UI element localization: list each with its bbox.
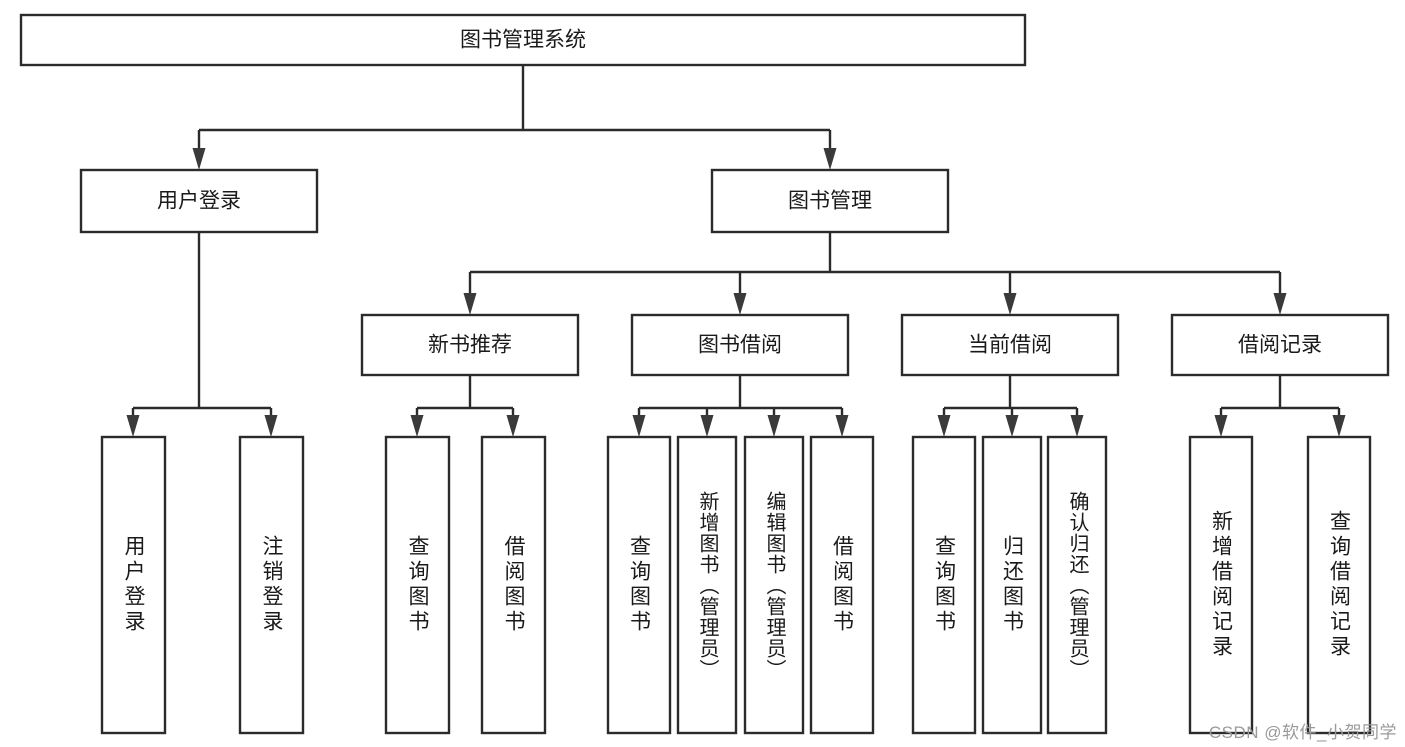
node-level3-label-0: 新书推荐 [428, 334, 512, 357]
connector-new-book-recommend-to-leaves-arrow-1 [506, 415, 520, 437]
node-leaf-box-3[interactable] [480, 435, 547, 735]
node-level2-box-1[interactable] [710, 168, 950, 234]
node-level3-label-2: 当前借阅 [968, 334, 1052, 357]
connector-new-book-recommend-to-leaves [415, 375, 515, 416]
connector-book-management-to-level3-arrow-2 [1003, 293, 1017, 315]
node-leaf-box-6[interactable] [743, 435, 805, 735]
node-leaf-box-11[interactable] [1188, 435, 1254, 735]
node-leaf-box-5[interactable] [676, 435, 738, 735]
connector-borrow-record-to-leaves-arrow-1 [1332, 415, 1346, 437]
connector-current-borrow-to-leaves-arrow-1 [1005, 415, 1019, 437]
node-leaf-box-10[interactable] [1046, 435, 1108, 735]
node-level3-label-1: 图书借阅 [698, 334, 782, 357]
node-leaf-box-7[interactable] [809, 435, 875, 735]
node-level3-box-2[interactable] [900, 313, 1120, 377]
node-leaf-box-9[interactable] [981, 435, 1043, 735]
connector-user-login-to-leaves-arrow-1 [264, 415, 278, 437]
connector-book-borrow-to-leaves-arrow-0 [632, 415, 646, 437]
node-leaf-box-12[interactable] [1306, 435, 1372, 735]
node-level2-label-0: 用户登录 [157, 190, 241, 213]
node-box-layer [19, 13, 1390, 735]
node-level3-label-3: 借阅记录 [1238, 334, 1322, 357]
watermark-text: CSDN @软件_小贺同学 [1208, 723, 1397, 742]
connector-book-borrow-to-leaves-arrow-1 [700, 415, 714, 437]
connector-book-management-to-level3-arrow-3 [1273, 293, 1287, 315]
connector-current-borrow-to-leaves-arrow-2 [1070, 415, 1084, 437]
connector-user-login-to-leaves-arrow-0 [126, 415, 140, 437]
connector-current-borrow-to-leaves [942, 375, 1079, 416]
connector-book-borrow-to-leaves [637, 375, 844, 416]
node-level3-box-1[interactable] [630, 313, 850, 377]
connector-user-login-to-leaves [131, 232, 273, 416]
node-leaf-box-8[interactable] [911, 435, 977, 735]
node-root-label: 图书管理系统 [460, 29, 586, 52]
connector-layer [126, 65, 1346, 437]
connector-book-management-to-level3-arrow-0 [463, 293, 477, 315]
connector-root-to-level2-arrow-1 [823, 148, 837, 170]
connector-book-borrow-to-leaves-arrow-3 [835, 415, 849, 437]
node-leaf-box-4[interactable] [606, 435, 672, 735]
node-leaf-box-2[interactable] [384, 435, 451, 735]
connector-new-book-recommend-to-leaves-arrow-0 [410, 415, 424, 437]
connector-borrow-record-to-leaves-arrow-0 [1214, 415, 1228, 437]
node-level3-box-3[interactable] [1170, 313, 1390, 377]
connector-book-borrow-to-leaves-arrow-2 [767, 415, 781, 437]
connector-book-management-to-level3-arrow-1 [733, 293, 747, 315]
connector-book-management-to-level3 [468, 232, 1282, 294]
node-level2-label-1: 图书管理 [788, 190, 872, 213]
connector-root-to-level2 [197, 65, 832, 149]
connector-current-borrow-to-leaves-arrow-0 [937, 415, 951, 437]
node-level3-box-0[interactable] [360, 313, 580, 377]
connector-root-to-level2-arrow-0 [192, 148, 206, 170]
node-leaf-box-1[interactable] [238, 435, 305, 735]
node-leaf-box-0[interactable] [100, 435, 167, 735]
connector-borrow-record-to-leaves [1219, 375, 1341, 416]
node-root-box[interactable] [19, 13, 1027, 67]
node-level2-box-0[interactable] [79, 168, 319, 234]
